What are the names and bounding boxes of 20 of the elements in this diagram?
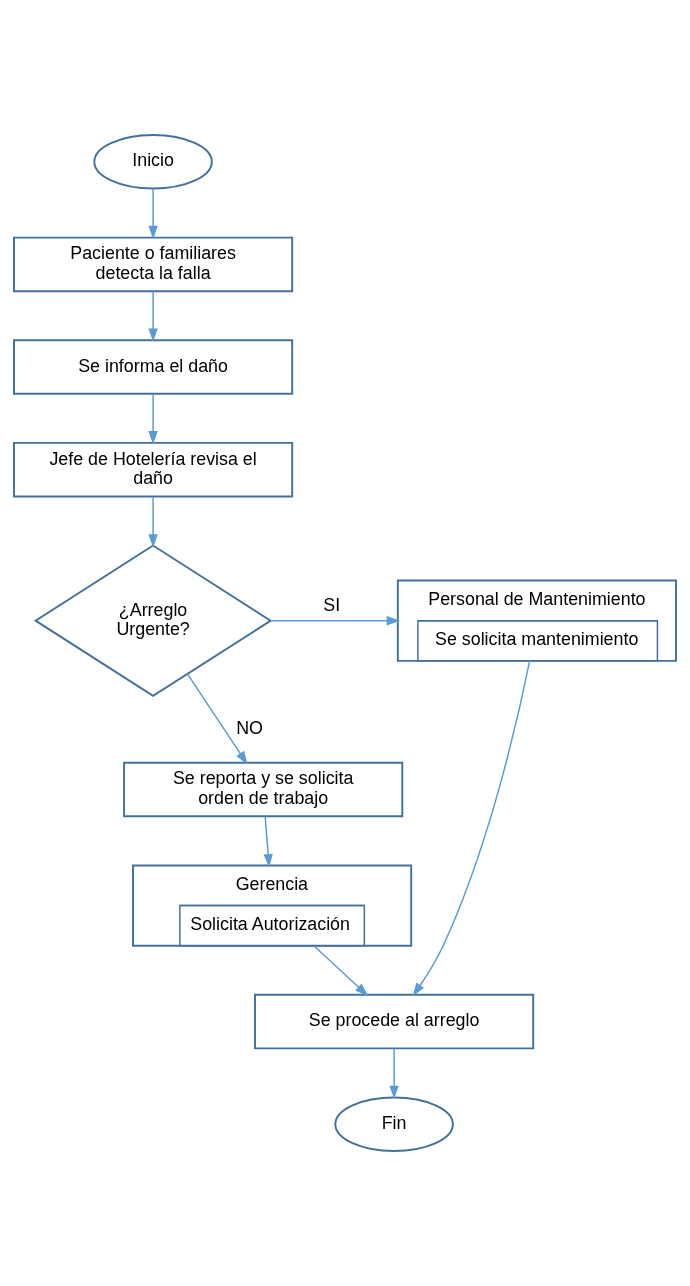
node-box: Se procede al arreglo — [254, 993, 535, 1050]
arrow — [263, 815, 273, 868]
node-box: Se reporta y se solicita orden de trabajo — [123, 761, 404, 818]
node-ellipse: Inicio — [93, 134, 213, 190]
node-box: Jefe de Hotelería revisa el daño — [13, 441, 294, 498]
node-box: Paciente o familiares detecta la falla — [13, 236, 294, 293]
arrow — [412, 660, 531, 997]
arrow — [148, 496, 158, 548]
arrow — [270, 616, 401, 626]
node-box: Se informa el daño — [13, 339, 294, 395]
arrow — [148, 290, 158, 342]
edge-label: SI — [323, 595, 341, 616]
arrow — [313, 945, 369, 997]
node-diamond: ¿Arreglo Urgente? — [33, 544, 273, 697]
arrow — [148, 393, 158, 445]
arrow — [186, 673, 248, 765]
arrow — [389, 1048, 399, 1100]
node-ellipse: Fin — [334, 1096, 454, 1152]
arrow — [148, 188, 158, 240]
edge-label: NO — [236, 717, 263, 738]
